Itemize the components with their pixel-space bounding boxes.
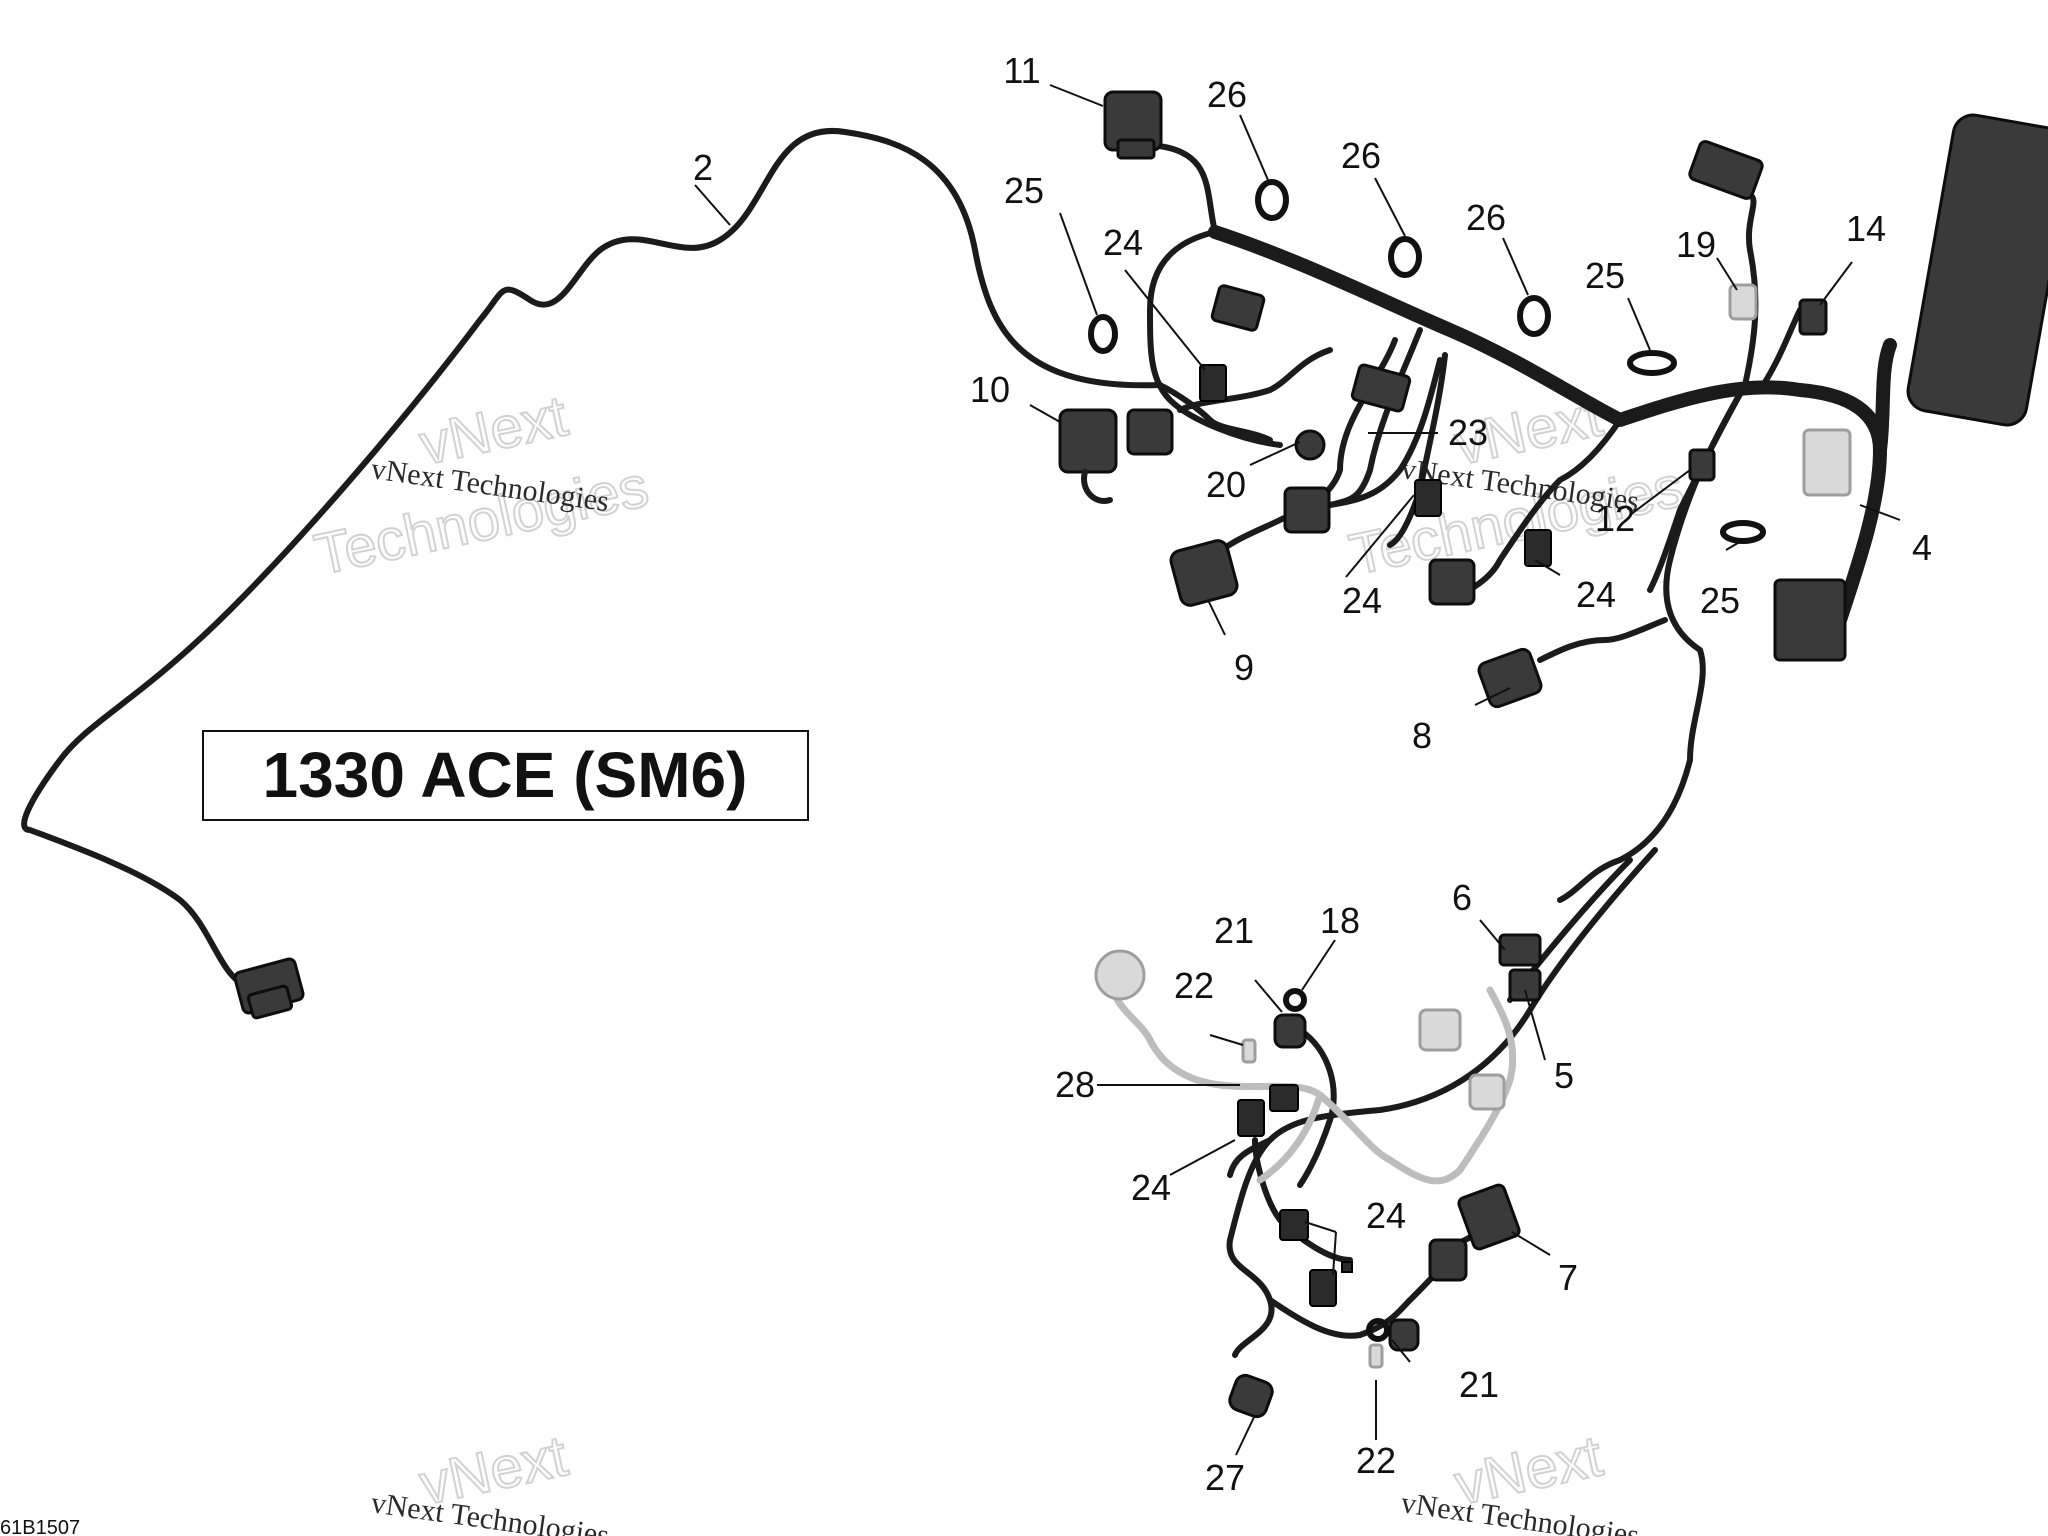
harness-stub-right (1873, 338, 1897, 457)
connector-4 (1773, 428, 1852, 662)
callout-24-lower-left: 24 (1131, 1167, 1171, 1208)
bolt-22 (1241, 1038, 1384, 1369)
model-title: 1330 ACE (SM6) (263, 739, 748, 811)
ground-21-18 (1273, 988, 1420, 1352)
branch-8 (1537, 617, 1668, 663)
callout-25-mid: 25 (1585, 255, 1625, 296)
branch-19 (1742, 192, 1759, 388)
connector-cluster-mid (1428, 558, 1476, 606)
connector-9 (1169, 539, 1239, 607)
callout-24-lower-right: 24 (1366, 1195, 1406, 1236)
callout-12: 12 (1595, 498, 1635, 539)
callout-7: 7 (1558, 1257, 1578, 1298)
model-title-box: 1330 ACE (SM6) (202, 730, 809, 821)
callout-14: 14 (1846, 208, 1886, 249)
connector-11 (1103, 90, 1163, 160)
callout-20: 20 (1206, 464, 1246, 505)
lower-harness-a (1226, 847, 1658, 1358)
wire-2 (21, 127, 1163, 988)
ghost-sensor-28 (1094, 949, 1506, 1111)
connector-20-group (1283, 429, 1331, 534)
callout-26-mid: 26 (1341, 135, 1381, 176)
watermark-bottom-right: vNext vNext Technologies (1399, 1422, 1641, 1536)
branch-14 (1757, 307, 1803, 393)
callout-21-lower: 21 (1459, 1364, 1499, 1405)
callout-24-right: 24 (1576, 574, 1616, 615)
clips-24 (1199, 364, 1552, 1307)
main-harness-trunk (1208, 225, 1887, 627)
callout-numbers: 2 4 5 6 7 8 9 10 11 12 14 18 19 20 21 21… (693, 50, 1932, 1498)
callout-25-left: 25 (1004, 170, 1044, 211)
branch-24-right (1447, 417, 1623, 603)
branch-20 (1327, 357, 1443, 508)
connector-6-5 (1498, 933, 1542, 1002)
ghost-wire-28b (1386, 986, 1517, 1185)
module-right (1906, 113, 2048, 427)
callout-11: 11 (1003, 50, 1040, 91)
callout-8: 8 (1412, 715, 1432, 756)
callout-22-upper: 22 (1174, 965, 1214, 1006)
callout-25-right: 25 (1700, 580, 1740, 621)
lower-harness-24 (1227, 1137, 1273, 1178)
callout-26-left: 26 (1207, 74, 1247, 115)
callout-18: 18 (1320, 900, 1360, 941)
callout-27: 27 (1205, 1457, 1245, 1498)
watermark-bottom-left: vNext vNext Technologies (369, 1422, 611, 1536)
grommet-27 (1228, 1373, 1274, 1419)
figure-code: 61B1507 (0, 1517, 80, 1536)
callout-23: 23 (1448, 412, 1488, 453)
connector-12 (1688, 448, 1716, 482)
callout-21-upper: 21 (1214, 910, 1254, 951)
callout-5: 5 (1554, 1055, 1574, 1096)
callout-24-top: 24 (1103, 222, 1143, 263)
callout-19: 19 (1676, 224, 1716, 265)
connector-7 (1428, 1183, 1521, 1282)
connector-14 (1798, 298, 1828, 336)
branch-loop (1147, 229, 1283, 448)
branch-right-down (1557, 382, 1748, 903)
branch-10 (1157, 382, 1273, 443)
branch-12 (1647, 382, 1748, 593)
leader-lines (694, 84, 1901, 1456)
lower-harness-18 (1297, 1027, 1337, 1188)
title-frame (202, 730, 809, 821)
callout-24-mid: 24 (1342, 580, 1382, 621)
clamps-26 (1255, 179, 1551, 337)
callout-2: 2 (693, 147, 713, 188)
connector-8 (1477, 647, 1543, 709)
callout-22-lower: 22 (1356, 1440, 1396, 1481)
connector-10 (1058, 408, 1174, 504)
branch-mid (1327, 327, 1423, 508)
connector-23-center (1210, 284, 1412, 413)
ghost-wire-28c (1256, 1091, 1324, 1184)
callout-6: 6 (1452, 877, 1472, 918)
connector-2-end (233, 957, 305, 1020)
watermark-top-left: vNext Technologies vNext Technologies (308, 382, 655, 588)
callout-4: 4 (1912, 527, 1932, 568)
callout-10: 10 (970, 369, 1010, 410)
branch-cluster-left (1177, 347, 1333, 413)
callout-9: 9 (1234, 647, 1254, 688)
callout-26-right: 26 (1466, 197, 1506, 238)
callout-28: 28 (1055, 1064, 1095, 1105)
connector-19 (1688, 140, 1764, 321)
